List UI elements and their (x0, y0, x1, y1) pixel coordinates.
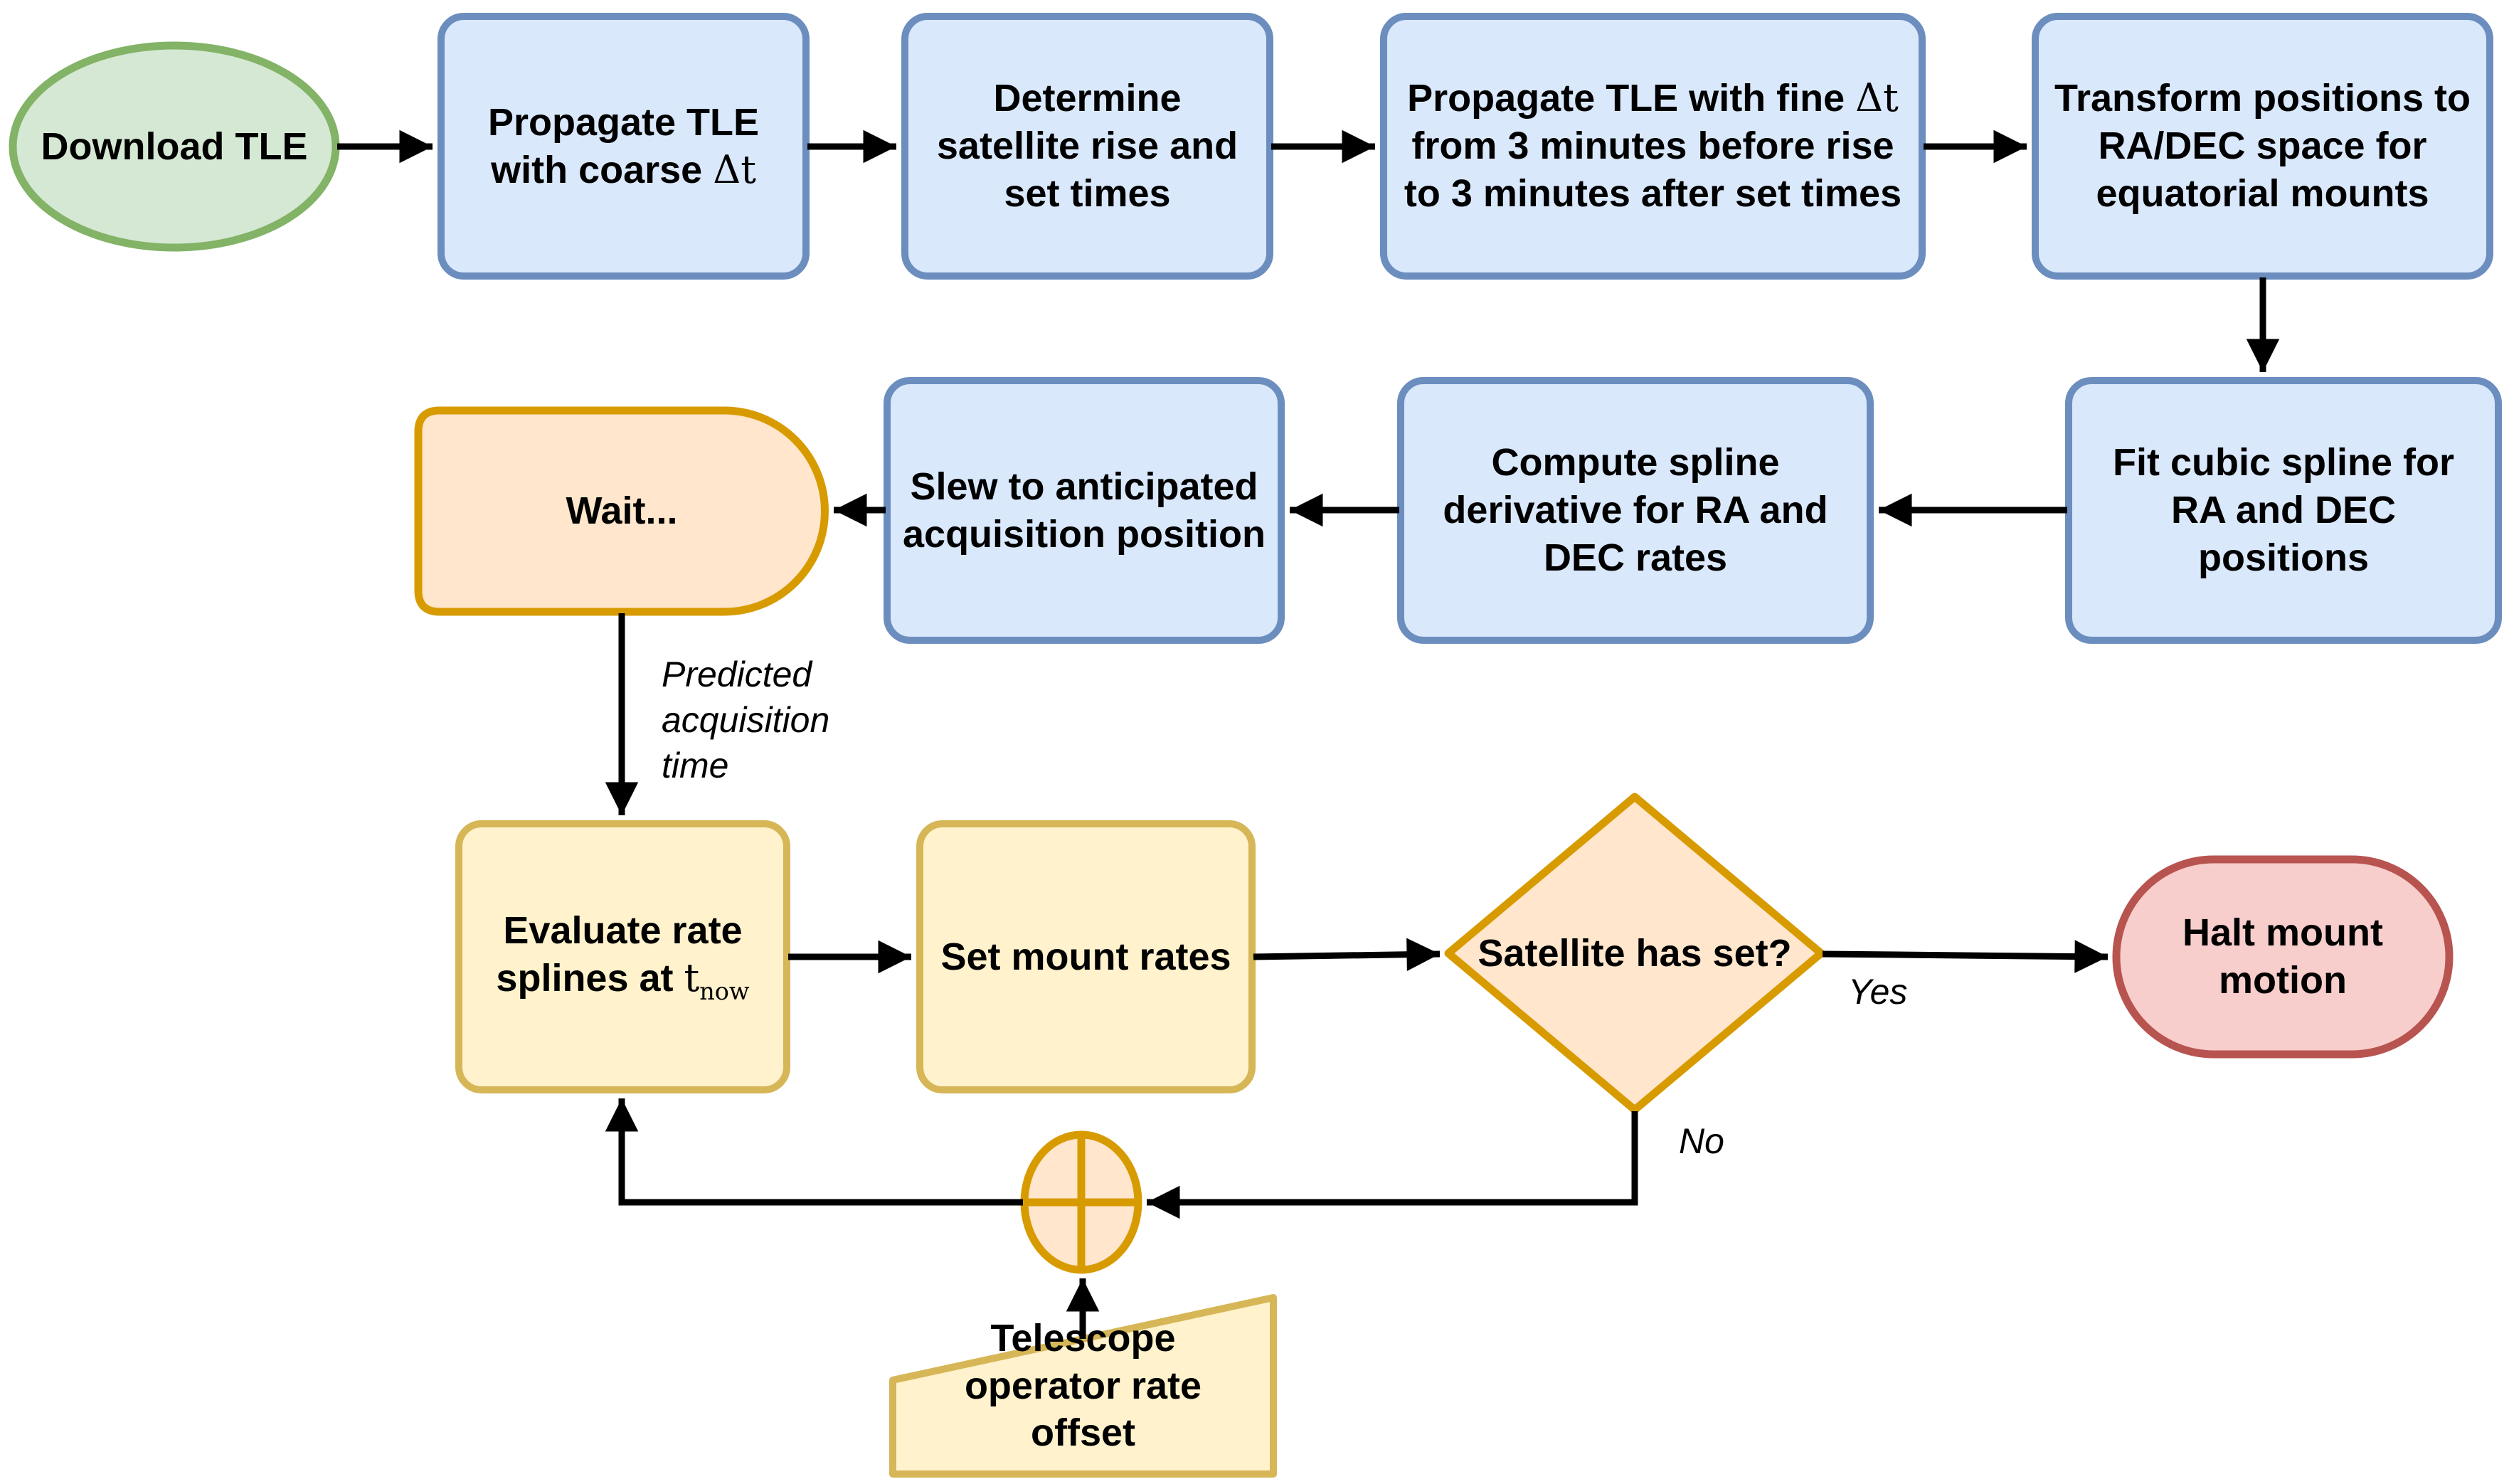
arrow-set-rates-to-decision (1253, 938, 1441, 971)
terminator-node-halt-mount (2112, 855, 2454, 1059)
start-node-download-tle (9, 41, 340, 252)
process-node-slew (884, 377, 1285, 644)
process-node-determine-rise-set (901, 13, 1273, 280)
process-node-propagate-fine (1380, 13, 1926, 280)
arrow-junction-to-evaluate (605, 1098, 1023, 1206)
process-node-transform-positions (2032, 13, 2493, 280)
decision-node-satellite-has-set (1444, 793, 1825, 1114)
arrow-decision-no-to-junction (1147, 1111, 1638, 1219)
delay-node-wait (414, 406, 829, 616)
manual-input-node-operator-offset (889, 1294, 1277, 1478)
action-node-set-mount-rates (916, 820, 1256, 1093)
summing-junction-icon (1020, 1130, 1142, 1274)
process-node-propagate-coarse (437, 13, 810, 280)
arrow-decision-yes-to-halt (1822, 940, 2108, 973)
action-node-evaluate-splines (455, 820, 790, 1093)
process-node-compute-derivative (1397, 377, 1874, 644)
process-node-fit-spline (2065, 377, 2502, 644)
